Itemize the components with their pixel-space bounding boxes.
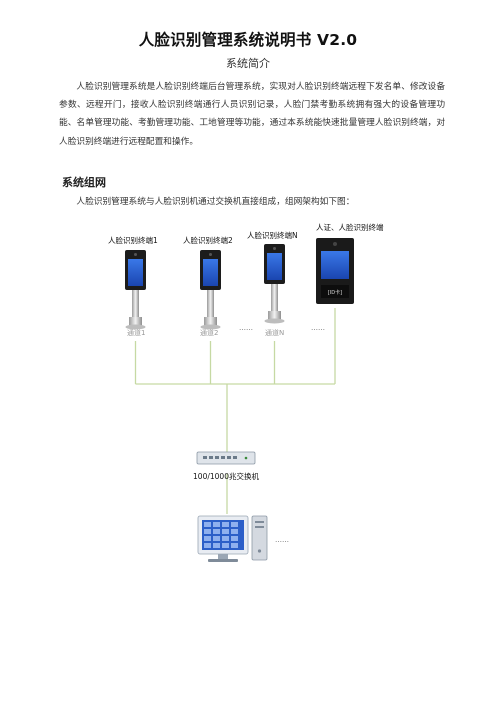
channel-label-2: 通道2 [200,328,218,337]
channel-label-n: 通道N [265,328,284,337]
face-terminal-n [264,244,285,324]
terminal-label-n: 人脸识别终端N [247,230,298,240]
face-terminal-1 [125,250,146,330]
id-card-reader-label: [ID卡] [328,289,342,296]
intro-paragraph: 人脸识别管理系统是人脸识别终端后台管理系统，实现对人脸识别终端远程下发名单、修改… [59,82,445,147]
network-lines [134,308,336,514]
document-title: 人脸识别管理系统说明书 V2.0 [138,31,358,49]
ellipsis-1: …… [239,324,253,332]
channel-label-1: 通道1 [127,328,145,337]
section-heading: 系统组网 [62,176,106,189]
ellipsis-2: …… [311,324,325,332]
id-face-terminal: [ID卡] [316,238,354,304]
terminal-label-id: 人证、人脸识别终端 [316,222,384,232]
terminal-label-2: 人脸识别终端2 [183,235,233,245]
section-paragraph: 人脸识别管理系统与人脸识别机通过交换机直接组成，组网架构如下图： [76,197,355,207]
face-terminal-2 [200,250,221,330]
section-subtitle: 系统简介 [226,57,270,70]
ellipsis-3: …… [275,536,289,544]
management-computer-icon [197,515,268,562]
network-switch [196,451,256,465]
network-diagram: 人脸识别终端1 人脸识别终端2 人脸识别终端N 人证、人脸识别终端 [ID卡] [108,222,384,562]
switch-label: 100/1000兆交换机 [193,471,259,481]
terminal-label-1: 人脸识别终端1 [108,235,158,245]
